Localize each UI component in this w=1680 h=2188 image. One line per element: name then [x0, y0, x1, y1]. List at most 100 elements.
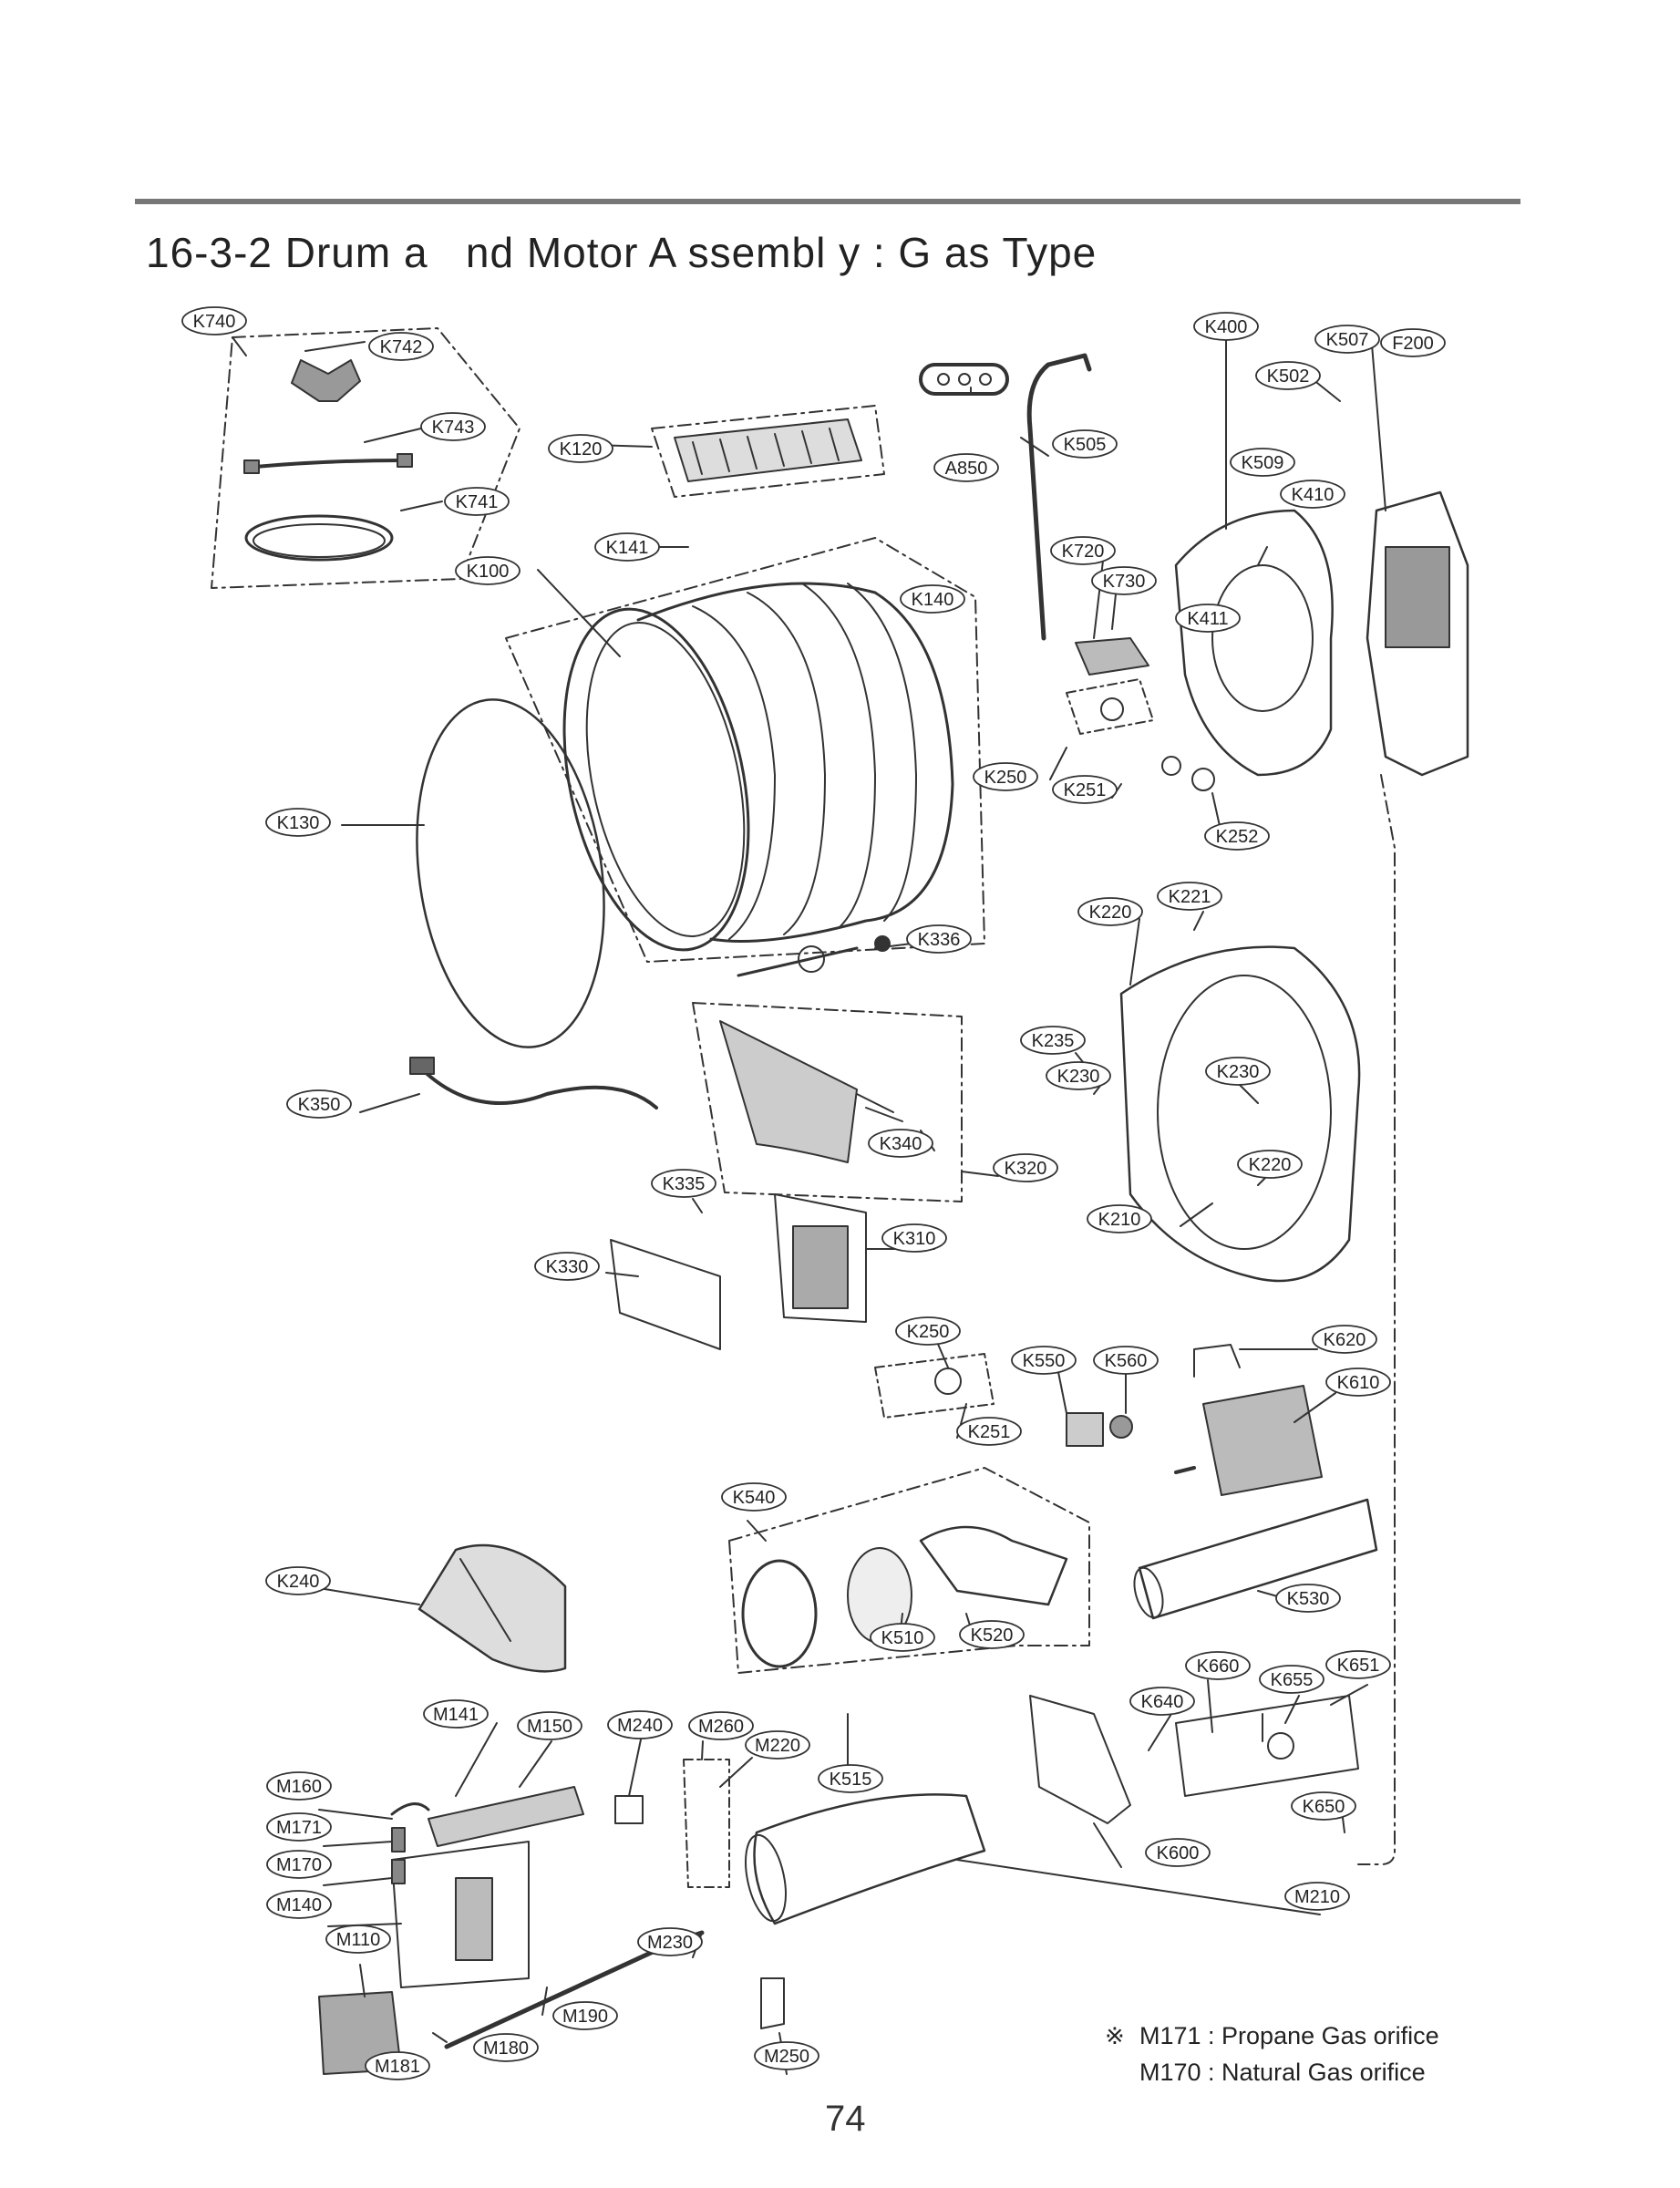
part-label-k221: K221 [1157, 882, 1222, 911]
note-line-propane: M171 : Propane Gas orifice [1139, 2022, 1439, 2049]
part-label-k720: K720 [1050, 536, 1116, 565]
part-label-m150: M150 [517, 1711, 582, 1740]
part-label-bubble [1312, 1325, 1377, 1354]
part-label-bubble [265, 1566, 331, 1595]
part-label-text: M210 [1294, 1887, 1340, 1907]
part-label-text: K240 [277, 1572, 320, 1592]
part-label-text: M240 [617, 1716, 663, 1736]
part-label-text: K660 [1197, 1656, 1240, 1677]
part-label-text: M150 [527, 1717, 572, 1737]
part-label-text: M250 [764, 2047, 809, 2067]
part-label-bubble [906, 924, 972, 954]
note-symbol: ※ [1105, 2022, 1125, 2049]
part-label-text: M260 [698, 1717, 744, 1737]
part-label-k509: K509 [1230, 448, 1295, 477]
part-label-text: K560 [1105, 1351, 1148, 1371]
part-label-text: K320 [1005, 1159, 1047, 1179]
part-label-k655: K655 [1259, 1665, 1324, 1694]
part-label-bubble [473, 2033, 539, 2062]
k336-roller-part [737, 946, 859, 977]
part-label-bubble [1185, 1651, 1251, 1680]
part-label-bubble [973, 762, 1038, 791]
part-label-text: K502 [1267, 366, 1310, 387]
part-label-k220: K220 [1237, 1150, 1303, 1179]
part-label-bubble [900, 584, 965, 614]
part-label-bubble [266, 1771, 332, 1801]
part-label-k141: K141 [594, 532, 660, 562]
part-label-k651: K651 [1325, 1650, 1391, 1679]
part-label-bubble [1255, 361, 1321, 390]
part-label-text: K730 [1103, 572, 1146, 592]
part-label-k660: K660 [1185, 1651, 1251, 1680]
part-label-bubble [265, 808, 331, 837]
y-connector-part [291, 359, 361, 402]
part-label-text: M141 [433, 1705, 479, 1725]
part-label-a850: A850 [933, 453, 999, 482]
k530-tube-part [1138, 1498, 1378, 1620]
part-label-k230: K230 [1205, 1057, 1271, 1086]
part-label-text: A850 [945, 459, 988, 479]
part-label-k520: K520 [959, 1620, 1025, 1649]
k250-upper-outline [1066, 678, 1154, 735]
part-label-k620: K620 [1312, 1325, 1377, 1354]
part-label-bubble [1011, 1346, 1077, 1375]
part-label-text: K505 [1064, 435, 1107, 455]
part-label-bubble [534, 1252, 600, 1281]
part-label-text: K251 [1064, 780, 1107, 800]
part-label-text: K540 [733, 1488, 776, 1508]
part-label-text: K530 [1287, 1589, 1330, 1609]
part-label-bubble [420, 412, 486, 441]
k310-filter-housing [774, 1193, 867, 1323]
part-label-text: K251 [968, 1422, 1011, 1442]
part-label-k235: K235 [1020, 1026, 1086, 1055]
part-label-text: K743 [432, 418, 475, 438]
m210-burner-tube [753, 1793, 986, 1925]
part-label-bubble [1087, 1204, 1152, 1233]
part-label-k350: K350 [286, 1089, 352, 1119]
part-label-m160: M160 [266, 1771, 332, 1801]
part-label-text: K100 [467, 562, 510, 582]
kit-k120-outline [651, 405, 885, 498]
k400-bulkhead [1174, 509, 1334, 777]
part-label-k130: K130 [265, 808, 331, 837]
part-label-text: K620 [1324, 1330, 1366, 1350]
part-label-text: M220 [755, 1736, 800, 1756]
short-hose-part [253, 459, 403, 469]
part-label-m110: M110 [325, 1925, 391, 1954]
part-label-m170: M170 [266, 1850, 332, 1879]
part-label-k502: K502 [1255, 361, 1321, 390]
header-rule [135, 199, 1520, 204]
part-label-k230: K230 [1046, 1061, 1111, 1090]
part-label-bubble [754, 2041, 819, 2070]
part-label-text: K520 [971, 1626, 1014, 1646]
part-label-bubble [870, 1623, 935, 1652]
k330-bracket-part [610, 1239, 721, 1350]
part-label-text: K141 [606, 538, 649, 558]
page-title: 16-3-2 Drum a nd Motor A ssembl y : G as… [146, 229, 1098, 276]
part-label-text: K140 [912, 590, 954, 610]
part-label-k560: K560 [1093, 1346, 1159, 1375]
k610-motor-part [1202, 1385, 1323, 1496]
part-label-bubble [1237, 1150, 1303, 1179]
part-label-bubble [1275, 1584, 1341, 1613]
part-label-bubble [1204, 821, 1270, 851]
k130-seal-ring [416, 698, 605, 1048]
part-label-text: M171 [276, 1818, 322, 1838]
part-label-k140: K140 [900, 584, 965, 614]
part-label-bubble [1175, 604, 1241, 633]
part-label-text: K410 [1292, 485, 1335, 505]
part-label-bubble [607, 1710, 673, 1739]
part-label-bubble [1093, 1346, 1159, 1375]
part-label-text: K252 [1216, 827, 1259, 847]
part-label-text: K400 [1205, 317, 1248, 337]
note-line-natural: M170 : Natural Gas orifice [1139, 2059, 1426, 2086]
part-label-bubble [1291, 1791, 1356, 1821]
part-label-text: K742 [380, 337, 423, 357]
m250-bracket [760, 1977, 785, 2029]
part-label-text: K509 [1242, 453, 1284, 473]
part-label-bubble [1046, 1061, 1111, 1090]
k620-clip-part [1193, 1344, 1241, 1378]
k505-rod-part [1026, 353, 1092, 641]
part-label-text: M160 [276, 1777, 322, 1797]
part-label-k340: K340 [868, 1129, 933, 1158]
